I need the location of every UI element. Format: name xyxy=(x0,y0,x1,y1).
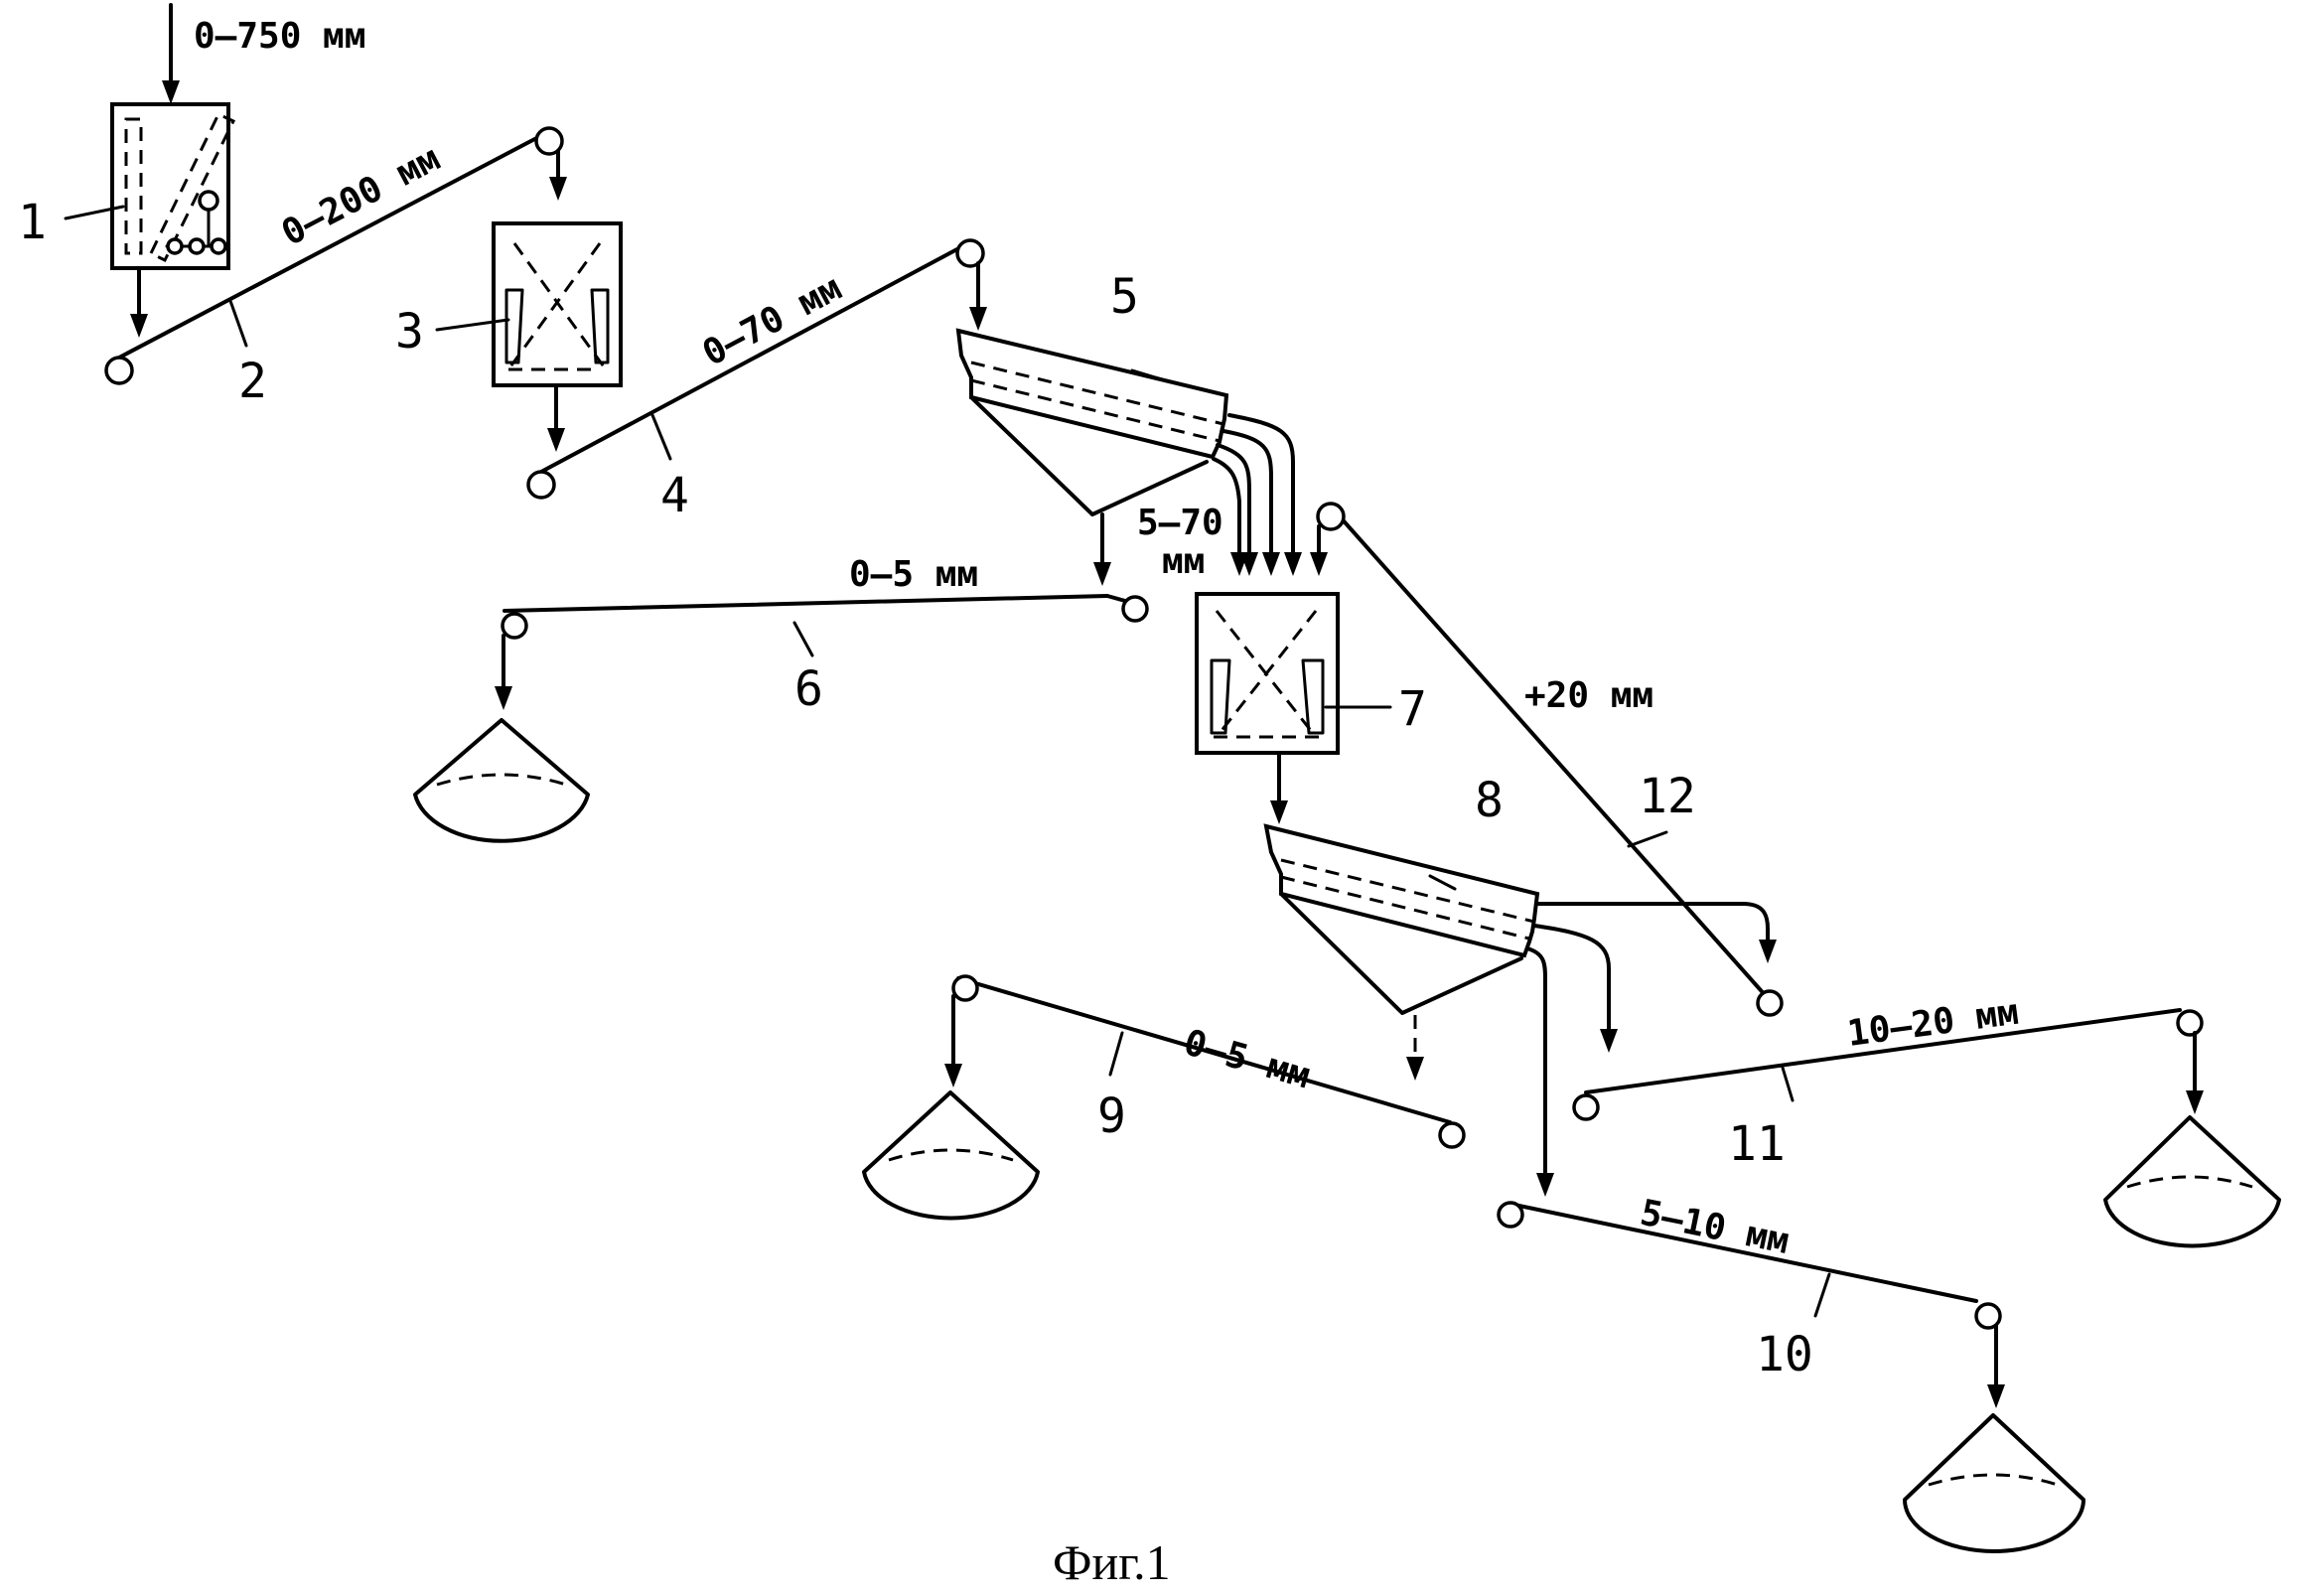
conveyor-9-size-label: 0–5 мм xyxy=(1180,1022,1315,1096)
label-10: 10 xyxy=(1756,1327,1813,1382)
screen-5-oversize-routes xyxy=(1214,415,1302,576)
screen-8 xyxy=(1266,826,1537,1013)
conveyor-12-size-label: +20 мм xyxy=(1524,675,1653,716)
label-4: 4 xyxy=(660,468,689,523)
conveyor-12-discharge-arrow xyxy=(1310,526,1328,576)
label-1: 1 xyxy=(18,195,47,250)
screen-5-undersize-arrow xyxy=(1093,514,1111,586)
leader-10 xyxy=(1815,1274,1829,1316)
conveyor-2-size-label: 0–200 мм xyxy=(275,138,447,254)
label-3: 3 xyxy=(395,304,424,360)
feed-size-label: 0–750 мм xyxy=(194,16,365,57)
stockpile-conveyor-6 xyxy=(415,720,588,841)
cone-crusher-7 xyxy=(1197,594,1338,753)
figure-caption: Фиг.1 xyxy=(1053,1534,1171,1590)
label-8: 8 xyxy=(1475,773,1504,828)
conveyor-10-size-label: 5–10 мм xyxy=(1637,1193,1793,1262)
label-2: 2 xyxy=(238,354,267,409)
label-7: 7 xyxy=(1398,681,1427,737)
stockpile-conveyor-10 xyxy=(1905,1415,2083,1551)
label-6: 6 xyxy=(794,661,823,717)
screen-5 xyxy=(958,331,1226,514)
leader-11 xyxy=(1783,1068,1793,1100)
leader-2 xyxy=(230,301,246,346)
conveyor-6 xyxy=(503,596,1147,638)
label-11: 11 xyxy=(1728,1116,1786,1172)
screen-5-oversize-size-line1: 5–70 xyxy=(1137,503,1223,543)
screen-5-oversize-size-line2: мм xyxy=(1162,541,1205,582)
crusher-7-outlet-arrow xyxy=(1270,753,1288,824)
conveyor-9-discharge-arrow xyxy=(944,996,962,1088)
stockpile-conveyor-11 xyxy=(2105,1117,2279,1245)
leader-9 xyxy=(1110,1033,1122,1075)
leader-6 xyxy=(794,623,812,655)
feed-arrow xyxy=(162,5,180,104)
label-5: 5 xyxy=(1110,269,1139,325)
stockpile-conveyor-9 xyxy=(864,1092,1038,1218)
leader-12 xyxy=(1629,832,1666,846)
conveyor-4-discharge-arrow xyxy=(969,263,987,331)
crusher-1-outlet-arrow xyxy=(130,268,148,338)
cone-crusher-3 xyxy=(494,223,621,385)
conveyor-11-discharge-arrow xyxy=(2186,1033,2204,1114)
leader-4 xyxy=(652,415,670,459)
conveyor-6-size-label: 0–5 мм xyxy=(849,554,978,595)
return-conveyor-12 xyxy=(1318,504,1782,1015)
conveyor-2-discharge-arrow xyxy=(549,151,567,201)
crusher-3-outlet-arrow xyxy=(547,385,565,452)
screen-8-undersize-arrow xyxy=(1406,1015,1424,1081)
conveyor-10-discharge-arrow xyxy=(1987,1326,2005,1408)
screen-8-fine-route xyxy=(1527,948,1554,1197)
label-12: 12 xyxy=(1639,769,1696,824)
primary-crusher-1 xyxy=(112,104,233,268)
conveyor-6-discharge-arrow xyxy=(495,636,512,710)
label-9: 9 xyxy=(1097,1088,1126,1144)
